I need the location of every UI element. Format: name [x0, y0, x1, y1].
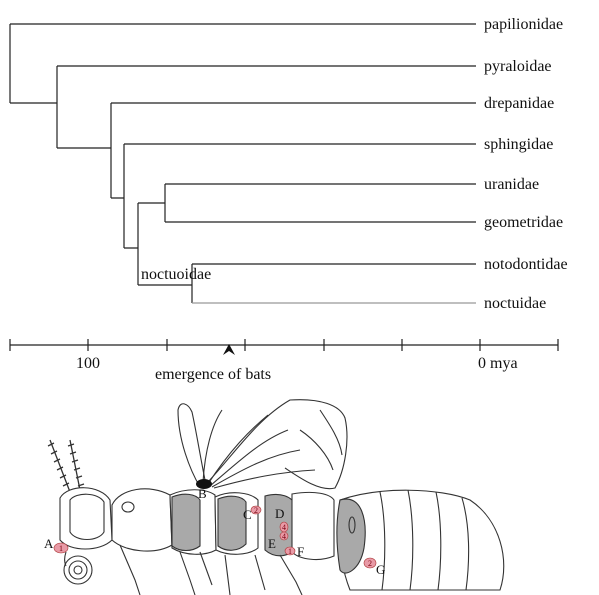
taxon-label: noctuidae — [484, 295, 546, 312]
proboscis-coil — [64, 552, 92, 584]
taxon-label: pyraloidae — [484, 58, 552, 75]
taxon-label: sphingidae — [484, 136, 553, 153]
tick-label-0-mya: 0 mya — [478, 355, 518, 372]
thorax-grey-plate-1 — [172, 494, 200, 550]
organ-label-a: A — [44, 536, 54, 551]
wing-outline — [178, 400, 347, 489]
organ-label-b: B — [198, 486, 207, 501]
branch-pyraloidae — [57, 66, 476, 148]
marker-number: 4 — [282, 523, 286, 532]
taxon-label: notodontidae — [484, 256, 568, 273]
phylogenetic-tree — [10, 24, 476, 303]
moth-illustration — [48, 400, 504, 595]
marker-number: 1 — [59, 544, 63, 553]
organ-label-f: F — [297, 544, 304, 559]
marker-number: 2 — [254, 506, 258, 515]
marker-number: 1 — [288, 547, 292, 556]
marker-number: 2 — [368, 559, 372, 568]
marker-number: 4 — [282, 532, 286, 541]
antennae — [48, 440, 84, 492]
organ-label-d: D — [275, 506, 284, 521]
organ-label-c: C — [243, 507, 252, 522]
event-label-emergence-of-bats: emergence of bats — [155, 366, 271, 383]
prothorax — [112, 489, 172, 551]
thorax-grey-plate-2 — [218, 496, 246, 550]
taxon-label: drepanidae — [484, 95, 554, 112]
tick-label-100: 100 — [76, 355, 100, 372]
branch-sphingidae — [124, 144, 476, 248]
taxon-labels: papilionidae pyraloidae drepanidae sphin… — [141, 16, 568, 312]
organ-label-g: G — [376, 562, 385, 577]
taxon-label: geometridae — [484, 214, 563, 231]
taxon-label: uranidae — [484, 176, 539, 193]
tegula — [122, 502, 134, 512]
bat-emergence-arrow-icon — [223, 344, 235, 355]
timeline-axis — [10, 339, 558, 351]
clade-label-noctuoidae: noctuoidae — [141, 266, 211, 283]
branch-root — [10, 24, 476, 103]
organ-label-e: E — [268, 536, 276, 551]
taxon-label: papilionidae — [484, 16, 563, 33]
